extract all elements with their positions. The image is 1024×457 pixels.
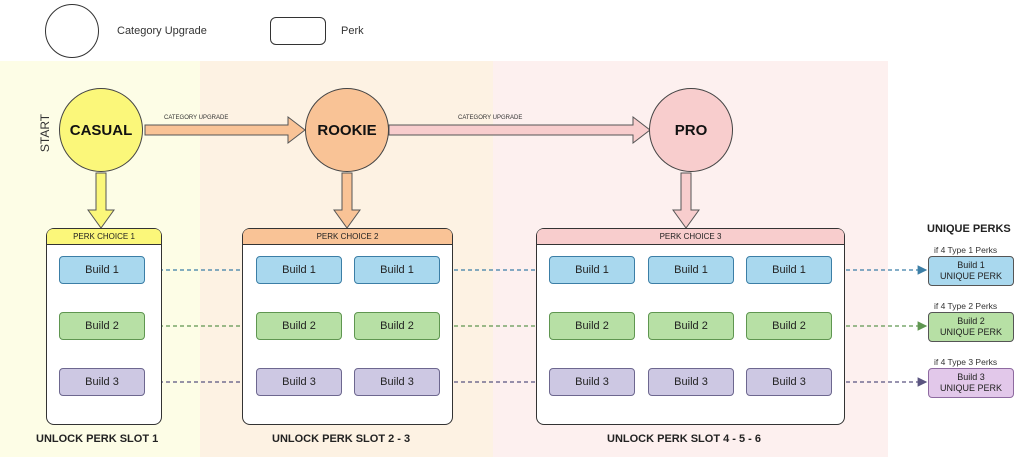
build-3-rookie-a[interactable]: Build 3	[256, 368, 342, 396]
build-1-pro-c[interactable]: Build 1	[746, 256, 832, 284]
perk-choice-2-header: PERK CHOICE 2	[243, 229, 452, 245]
unlock-slot-1-label: UNLOCK PERK SLOT 1	[36, 433, 159, 445]
build-1-rookie-b[interactable]: Build 1	[354, 256, 440, 284]
unique-perk-3-line2: UNIQUE PERK	[939, 383, 1002, 393]
upgrade-label-1: CATEGORY UPGRADE	[164, 115, 229, 121]
build-3-pro-c[interactable]: Build 3	[746, 368, 832, 396]
build-3-pro-a[interactable]: Build 3	[549, 368, 635, 396]
unlock-slot-2-3-label: UNLOCK PERK SLOT 2 - 3	[272, 433, 411, 445]
unique-perk-2-line2: UNIQUE PERK	[939, 327, 1002, 337]
upgrade-arrow-casual-rookie	[144, 115, 306, 145]
build-2-casual[interactable]: Build 2	[59, 312, 145, 340]
unique-perk-1-line2: UNIQUE PERK	[939, 271, 1002, 281]
category-rookie: ROOKIE	[305, 88, 389, 172]
unique-perk-2-line1: Build 2	[957, 316, 985, 326]
build-1-pro-b[interactable]: Build 1	[648, 256, 734, 284]
category-pro: PRO	[649, 88, 733, 172]
build-3-pro-b[interactable]: Build 3	[648, 368, 734, 396]
category-casual: CASUAL	[59, 88, 143, 172]
upgrade-arrow-rookie-pro	[388, 115, 651, 145]
unique-perk-1-line1: Build 1	[957, 260, 985, 270]
perk-choice-3-header: PERK CHOICE 3	[537, 229, 844, 245]
build-3-rookie-b[interactable]: Build 3	[354, 368, 440, 396]
build-2-rookie-a[interactable]: Build 2	[256, 312, 342, 340]
unlock-slot-4-5-6-label: UNLOCK PERK SLOT 4 - 5 - 6	[607, 433, 762, 445]
unique-condition-1: if 4 Type 1 Perks	[934, 245, 998, 255]
perk-choice-1-header: PERK CHOICE 1	[47, 229, 161, 245]
unique-perk-build-3[interactable]: Build 3 UNIQUE PERK	[928, 368, 1014, 398]
unique-perk-build-1[interactable]: Build 1 UNIQUE PERK	[928, 256, 1014, 286]
unique-perk-build-2[interactable]: Build 2 UNIQUE PERK	[928, 312, 1014, 342]
legend-circle-icon	[45, 4, 99, 58]
build-1-rookie-a[interactable]: Build 1	[256, 256, 342, 284]
unique-perks-title: UNIQUE PERKS	[927, 223, 1011, 235]
build-2-rookie-b[interactable]: Build 2	[354, 312, 440, 340]
build-2-pro-b[interactable]: Build 2	[648, 312, 734, 340]
build-1-casual[interactable]: Build 1	[59, 256, 145, 284]
down-arrow-rookie	[333, 172, 361, 229]
unique-condition-2: if 4 Type 2 Perks	[934, 301, 998, 311]
legend-perk-label: Perk	[341, 25, 364, 37]
down-arrow-casual	[87, 172, 115, 229]
build-2-pro-c[interactable]: Build 2	[746, 312, 832, 340]
legend-category-upgrade-label: Category Upgrade	[117, 25, 207, 37]
unique-perk-3-line1: Build 3	[957, 372, 985, 382]
build-1-pro-a[interactable]: Build 1	[549, 256, 635, 284]
build-3-casual[interactable]: Build 3	[59, 368, 145, 396]
upgrade-label-2: CATEGORY UPGRADE	[458, 115, 523, 121]
build-2-pro-a[interactable]: Build 2	[549, 312, 635, 340]
down-arrow-pro	[672, 172, 700, 229]
legend-rect-icon	[270, 17, 326, 45]
unique-condition-3: if 4 Type 3 Perks	[934, 357, 998, 367]
start-label: START	[38, 113, 53, 153]
